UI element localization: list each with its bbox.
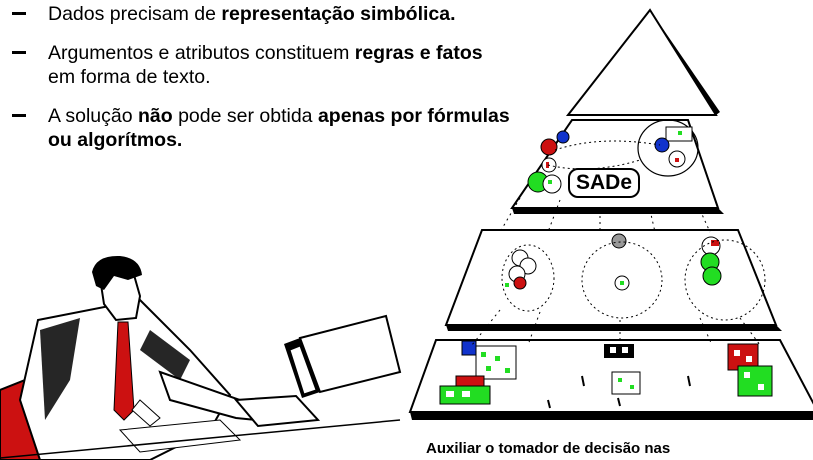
dash-icon [12, 114, 26, 117]
dash-icon [12, 12, 26, 15]
caption: Auxiliar o tomador de decisão nas [426, 440, 671, 457]
bullet-list: Dados precisam de representação simbólic… [10, 2, 520, 167]
bullet-item-1: Dados precisam de representação simbólic… [10, 2, 520, 26]
bullet-item-3: A solução não pode ser obtida apenas por… [10, 104, 518, 152]
pyramid-connectors [471, 197, 761, 346]
dash-icon [12, 51, 26, 54]
pyramid-layer-4 [408, 339, 813, 420]
bullet-item-2: Argumentos e atributos constituem regras… [10, 41, 508, 89]
pyramid-layer-3 [444, 229, 782, 331]
man-at-desk-illustration [0, 255, 402, 460]
pyramid-label: SADe [568, 168, 641, 198]
pyramid-top [565, 8, 720, 116]
pyramid-layer-2 [510, 119, 724, 214]
